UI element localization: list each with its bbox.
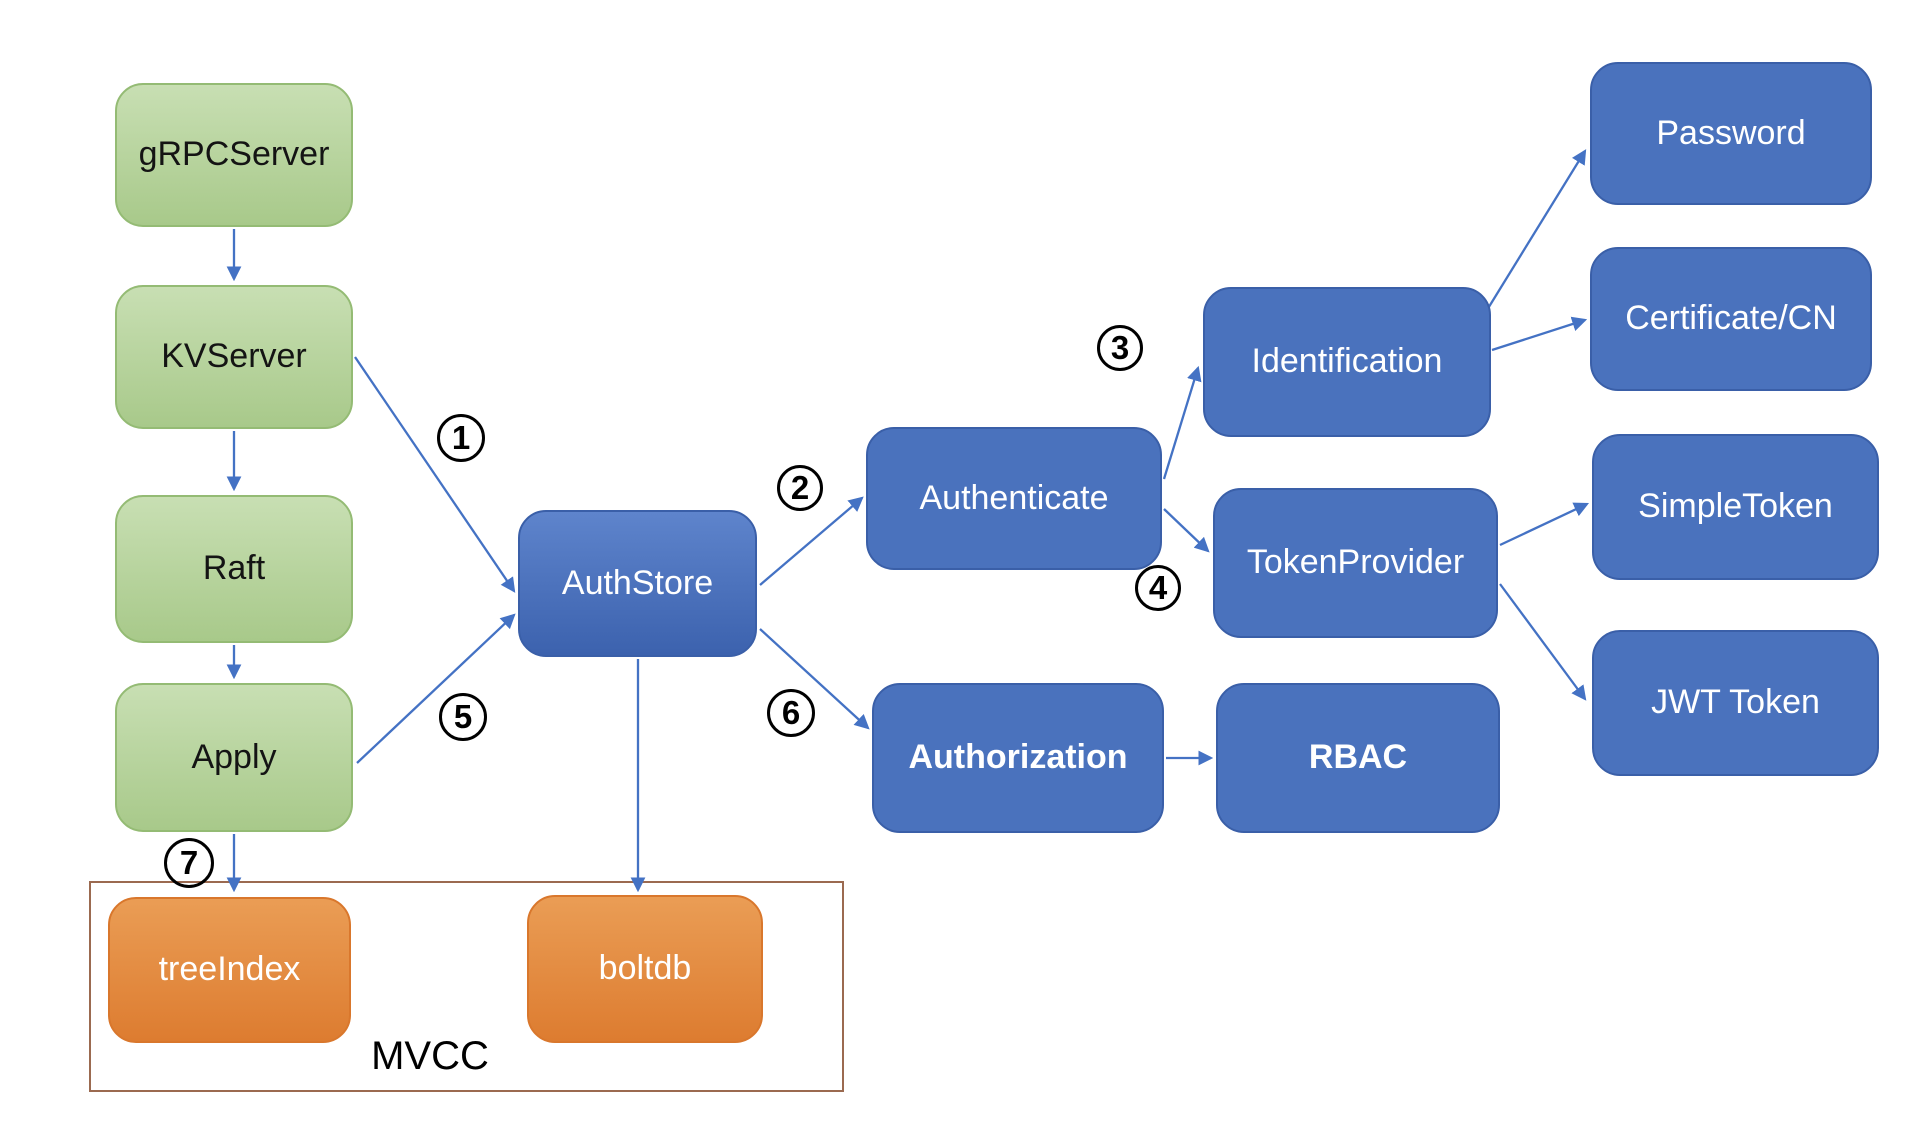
edge-identification-password bbox=[1478, 149, 1587, 324]
step-6-badge: 6 bbox=[767, 689, 815, 737]
edge-kvserver-authstore bbox=[354, 356, 516, 593]
edge-authstore-authorization bbox=[759, 628, 870, 730]
node-apply: Apply bbox=[115, 683, 353, 832]
step-3-badge: 3 bbox=[1097, 325, 1143, 371]
node-kvserver: KVServer bbox=[115, 285, 353, 429]
node-boltdb: boltdb bbox=[527, 895, 763, 1043]
edge-tokenprovider-simpletoken bbox=[1499, 502, 1590, 547]
edge-authenticate-identification bbox=[1162, 365, 1202, 480]
node-certificate-cn: Certificate/CN bbox=[1590, 247, 1872, 391]
mvcc-container bbox=[89, 881, 844, 1092]
edge-identification-certificate bbox=[1491, 316, 1588, 352]
edge-authenticate-tokenprovider bbox=[1163, 508, 1210, 553]
edge-apply-authstore bbox=[356, 613, 516, 764]
node-authenticate: Authenticate bbox=[866, 427, 1162, 570]
step-5-badge: 5 bbox=[439, 693, 487, 741]
node-password: Password bbox=[1590, 62, 1872, 205]
node-rbac: RBAC bbox=[1216, 683, 1500, 833]
node-raft: Raft bbox=[115, 495, 353, 643]
mvcc-label: MVCC bbox=[371, 1033, 489, 1078]
edge-tokenprovider-jwttoken bbox=[1499, 583, 1587, 701]
node-identification: Identification bbox=[1203, 287, 1491, 437]
step-4-badge: 4 bbox=[1135, 565, 1181, 611]
step-7-badge: 7 bbox=[164, 838, 214, 888]
node-authorization: Authorization bbox=[872, 683, 1164, 833]
node-jwt-token: JWT Token bbox=[1592, 630, 1879, 776]
node-simpletoken: SimpleToken bbox=[1592, 434, 1879, 580]
node-treeindex: treeIndex bbox=[108, 897, 351, 1043]
step-2-badge: 2 bbox=[777, 465, 823, 511]
edge-authstore-authenticate bbox=[759, 496, 864, 586]
node-grpcserver: gRPCServer bbox=[115, 83, 353, 227]
step-1-badge: 1 bbox=[437, 414, 485, 462]
node-tokenprovider: TokenProvider bbox=[1213, 488, 1498, 638]
node-authstore: AuthStore bbox=[518, 510, 757, 657]
